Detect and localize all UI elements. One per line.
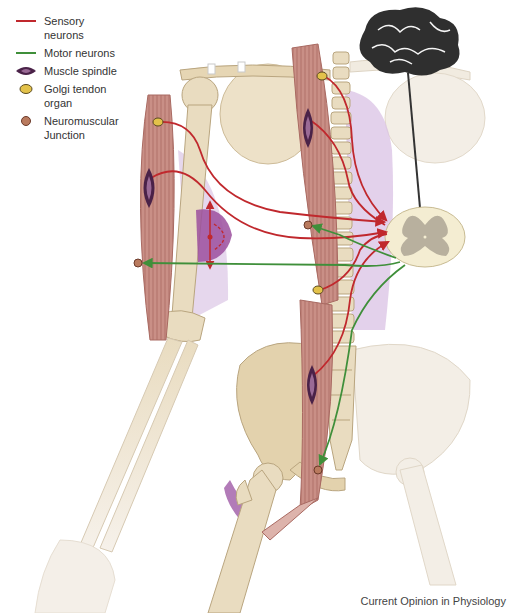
motor-neuron-lines bbox=[144, 226, 405, 464]
legend-item: Golgi tendon organ bbox=[14, 82, 122, 110]
motor-neuron-lines-part bbox=[144, 262, 400, 266]
neuromuscular-junctions bbox=[134, 221, 322, 474]
legend-swatch bbox=[14, 114, 38, 128]
spine-part bbox=[331, 127, 351, 139]
sensory-neuron-lines-part bbox=[314, 242, 388, 375]
legend-text: Muscle spindle bbox=[44, 64, 117, 78]
trunk-muscles-part bbox=[262, 498, 318, 540]
trunk-muscles-part bbox=[300, 300, 333, 510]
neuromuscular-junctions-part bbox=[134, 259, 142, 267]
neuromuscular-junctions-part bbox=[314, 466, 322, 474]
faded-right-side-part bbox=[385, 73, 485, 163]
trunk-muscles bbox=[262, 44, 338, 540]
legend-item: Motor neurons bbox=[14, 46, 122, 60]
legend-item: Muscle spindle bbox=[14, 64, 122, 78]
muscle-spindles-part bbox=[307, 365, 317, 405]
credit-label: Current Opinion in Physiology bbox=[358, 594, 508, 608]
arm-bones-part bbox=[100, 340, 198, 552]
golgi-tendon-organs-part bbox=[313, 286, 323, 294]
arm-bones-part bbox=[80, 338, 182, 550]
left-shoulder-part bbox=[208, 64, 215, 74]
brain-part bbox=[408, 73, 420, 208]
faded-right-side bbox=[345, 60, 485, 585]
femur-left-part bbox=[236, 480, 252, 505]
swatch-golgi bbox=[20, 85, 32, 94]
sensory-neuron-lines-part bbox=[310, 120, 385, 225]
arm-muscles-part bbox=[196, 209, 232, 262]
brain bbox=[360, 7, 460, 208]
golgi-tendon-organs bbox=[153, 72, 327, 294]
spine-part bbox=[333, 52, 349, 64]
faded-right-side-part bbox=[400, 465, 456, 585]
legend-text: Motor neurons bbox=[44, 46, 115, 60]
legend-swatch bbox=[14, 82, 38, 96]
sensory-neuron-lines-part bbox=[151, 171, 386, 238]
legend-text: Neuromuscular Junction bbox=[44, 114, 122, 142]
left-shoulder-part bbox=[238, 62, 245, 72]
trunk-muscles-part bbox=[292, 44, 338, 305]
legend-item: Sensory neurons bbox=[14, 14, 122, 42]
muscle-spindles-part bbox=[306, 116, 311, 140]
faded-right-side-part bbox=[352, 344, 470, 474]
brain-part bbox=[372, 22, 450, 64]
motor-neuron-lines-part bbox=[313, 226, 396, 258]
golgi-tendon-organs-part bbox=[317, 72, 327, 80]
spinal-cord-section bbox=[385, 207, 465, 267]
swatch-line bbox=[16, 20, 36, 22]
spinal-cord-section-part bbox=[385, 207, 465, 267]
arm-muscles-part bbox=[140, 95, 174, 340]
sensory-neuron-lines-part bbox=[320, 234, 387, 290]
swatch-spindle bbox=[16, 67, 36, 75]
legend-item: Neuromuscular Junction bbox=[14, 114, 122, 142]
spinal-cord-section-part bbox=[424, 236, 427, 239]
muscle-spindles bbox=[144, 108, 318, 405]
stretch-indicator-part bbox=[214, 224, 224, 250]
legend-text: Sensory neurons bbox=[44, 14, 122, 42]
arm-muscles bbox=[140, 95, 232, 340]
golgi-tendon-organs-part bbox=[153, 118, 163, 126]
legend-swatch bbox=[14, 46, 38, 60]
stretch-indicator-part bbox=[208, 235, 213, 240]
arm-bones-part bbox=[35, 540, 115, 613]
muscle-spindles-part bbox=[147, 176, 152, 200]
arm-bones bbox=[35, 77, 228, 613]
spine-part bbox=[333, 67, 349, 79]
legend: Sensory neuronsMotor neuronsMuscle spind… bbox=[14, 14, 122, 146]
swatch-spindle-core bbox=[21, 69, 31, 73]
muscle-spindles-part bbox=[303, 108, 313, 148]
motor-neuron-lines-part bbox=[320, 265, 405, 464]
spinal-cord-section-part bbox=[401, 216, 449, 256]
legend-swatch bbox=[14, 64, 38, 78]
femur-left-part bbox=[208, 470, 276, 613]
stretch-indicator bbox=[208, 202, 225, 268]
muscle-spindles-part bbox=[310, 373, 315, 397]
swatch-junction bbox=[22, 117, 31, 126]
swatch-line bbox=[16, 52, 36, 54]
legend-text: Golgi tendon organ bbox=[44, 82, 122, 110]
neuromuscular-junctions-part bbox=[304, 221, 312, 229]
sensory-neuron-lines-part bbox=[158, 122, 384, 222]
legend-swatch bbox=[14, 14, 38, 28]
brain-part bbox=[360, 7, 460, 75]
muscle-spindles-part bbox=[144, 168, 155, 208]
